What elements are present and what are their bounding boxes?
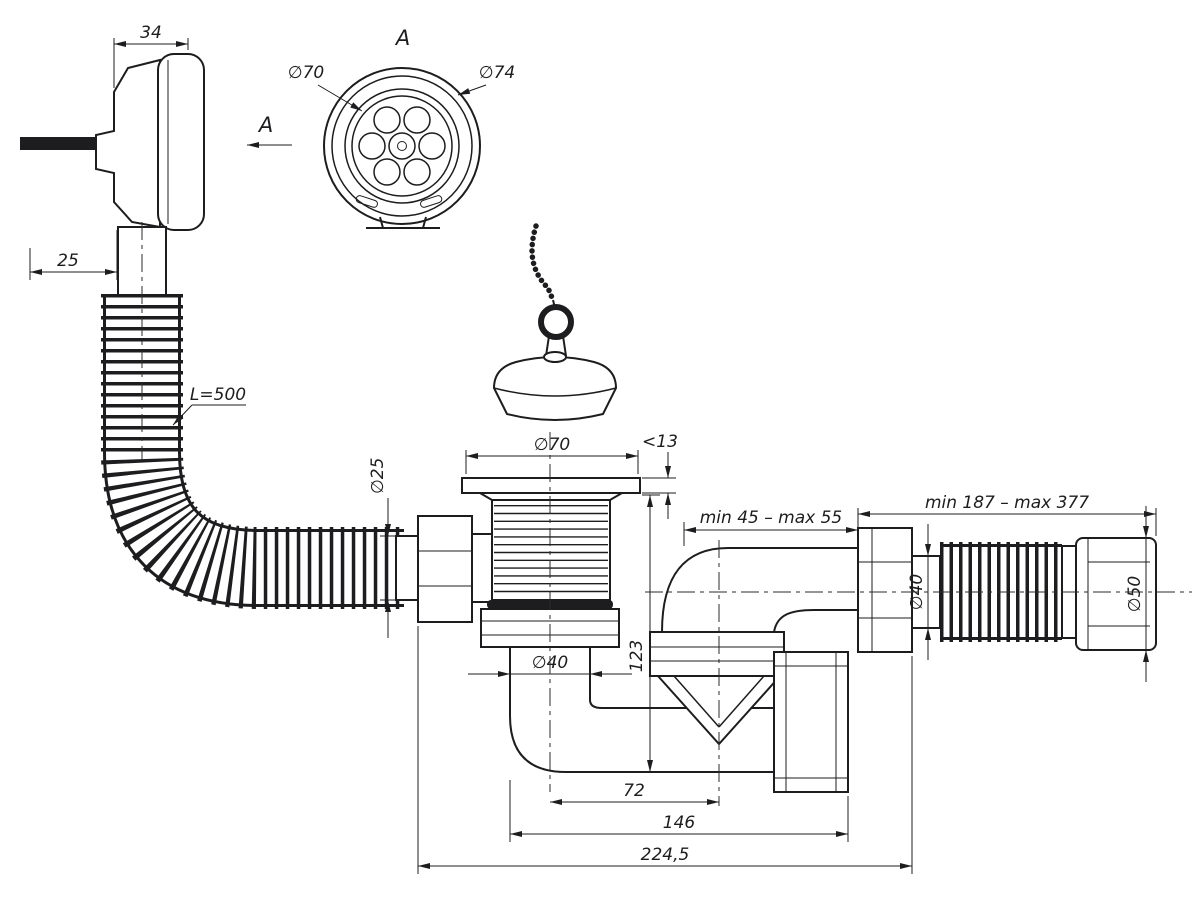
grate-holes [358,106,446,186]
flange-taper-right [609,492,623,501]
plug-ring [538,304,574,340]
grate-mounting-foot [366,216,440,229]
view-a-title: A [394,26,410,50]
ball-chain [529,223,556,303]
dim-flange-d70: ∅70 [465,435,639,474]
dim-grate-d70-label: ∅70 [288,63,324,83]
dim-72: 72 [550,781,719,805]
grate-ring-outer [344,88,460,204]
dim-hose-diameter-label: ∅25 [368,458,388,494]
dim-overflow-offset: 25 [29,230,118,280]
elbow-outer [509,647,806,773]
dim-hose-diameter: ∅25 [368,458,418,638]
plug-stem [545,335,567,357]
outlet-run-outer [661,547,858,633]
dim-flange-thickness-label: <13 [642,432,678,452]
trap-cone-inner-right [718,675,765,728]
hose-length-callout: L=500 [172,385,246,426]
dim-146: 146 [509,780,849,842]
dim-grate-d70: ∅70 [288,63,363,112]
drain-flange [461,477,641,494]
plug-body [492,356,618,421]
dim-cuff-d50: ∅50 [1125,506,1149,682]
outlet-cuff [1075,537,1157,651]
overflow-fitting: 34 25 [20,23,205,298]
dim-flange-thickness: <13 [642,432,678,519]
grate-outer-rim [323,67,481,225]
centerlines [141,222,1192,806]
outlet-run-inner [773,609,858,633]
overflow-body [95,58,161,229]
outlet-union-nut [857,527,913,653]
drain-threaded-body [491,499,611,601]
view-direction-label: A [257,113,273,137]
corrugated-hose: L=500 ∅25 [101,294,495,638]
dim-adjust-range: min 45 – max 55 [683,508,859,546]
dim-overflow-width-label: 34 [140,23,162,43]
flexible-outlet: ∅40 ∅50 min 187 – max 377 [857,493,1157,682]
trap-nut [649,631,785,677]
hose-length-label: L=500 [190,385,246,405]
dim-72-label: 72 [623,781,645,801]
plug-knob [543,351,567,363]
flange-taper-left [479,492,493,501]
hose-fill [106,294,404,604]
elbow-inner [589,647,788,709]
hose-union-nut [417,515,473,623]
dim-length-range: min 187 – max 377 [857,493,1157,536]
dim-224-5-label: 224,5 [641,845,690,865]
dim-drain-height-label: 123 [627,640,647,672]
dim-overflow-width: 34 [113,23,189,88]
dim-adjust-range-label: min 45 – max 55 [700,508,842,528]
grate-ring-inner [351,95,453,197]
hose-tailpiece [471,533,495,603]
dim-length-range-label: min 187 – max 377 [925,493,1089,513]
bottom-dimensions: 72 146 224,5 [417,626,913,874]
plug-brim-line [493,387,617,397]
trap-cone-inner-left [673,675,720,728]
section-view-a: A ∅70 ∅74 A [247,26,515,229]
dim-overflow-offset-label: 25 [57,251,79,271]
view-direction-arrow: A [247,113,292,148]
drain-fitting: ∅70 <13 ∅40 [461,432,806,773]
trap-body: min 45 – max 55 [649,508,859,793]
grate-slots [355,195,443,208]
overflow-cover [157,53,205,231]
dim-146-label: 146 [663,813,696,833]
trap-cup [773,651,849,793]
grate-inner-rim [331,75,473,217]
dim-grate-d74: ∅74 [457,63,515,96]
overflow-pin [20,137,116,150]
dim-grate-d74-label: ∅74 [479,63,515,83]
plug-and-chain [492,223,618,421]
dim-224-5: 224,5 [417,626,913,874]
dim-flange-d70-label: ∅70 [534,435,570,455]
dim-cuff-d50-label: ∅50 [1125,576,1145,612]
